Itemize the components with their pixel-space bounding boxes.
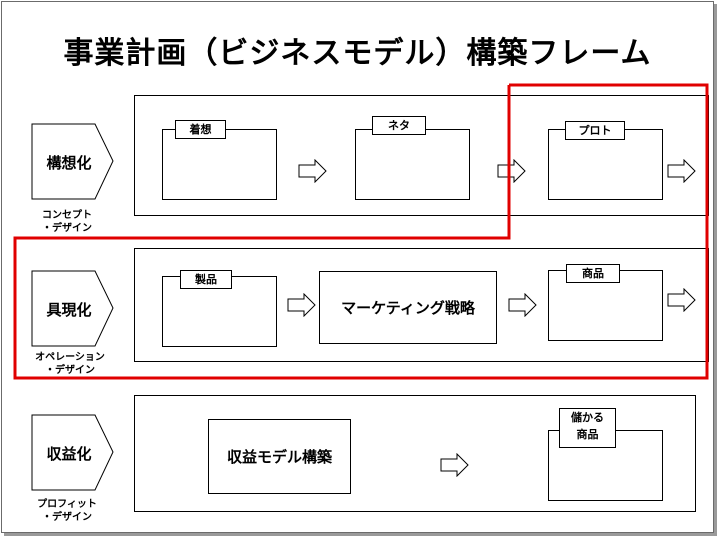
flow-arrow-icon — [440, 453, 469, 477]
caption-line: プロフィット — [37, 499, 97, 510]
stage-caption-profit: プロフィット ・デザイン — [12, 498, 122, 524]
caption-line: ・デザイン — [42, 512, 92, 523]
flow-arrow-icon — [667, 288, 696, 312]
stage-caption-realize: オペレーション ・デザイン — [12, 351, 128, 377]
slide: 事業計画（ビジネスモデル）構築フレーム 構想化 コンセプト ・デザイン 着想 ネ… — [1, 1, 714, 533]
item-label-idea: 着想 — [175, 120, 226, 139]
item-label-profitable-product: 儲かる 商品 — [559, 408, 616, 448]
stage-chevron-profit — [31, 414, 114, 491]
item-label-material: ネタ — [372, 116, 426, 135]
item-box-marketing-strategy: マーケティング戦略 — [319, 271, 497, 344]
flow-arrow-icon — [508, 293, 537, 317]
highlight-outline — [13, 83, 709, 380]
item-label-prototype: プロト — [565, 121, 625, 140]
item-label-product: 製品 — [180, 270, 232, 289]
stage-label-realize: 具現化 — [46, 301, 92, 319]
item-label-merchandise: 商品 — [566, 264, 620, 283]
flow-arrow-icon — [298, 159, 327, 183]
caption-line: ・デザイン — [45, 365, 95, 376]
item-box-revenue-model: 収益モデル構築 — [208, 419, 351, 494]
flow-arrow-icon — [497, 159, 526, 183]
caption-line: ・デザイン — [42, 223, 92, 234]
caption-line: コンセプト — [42, 210, 92, 221]
item-box-idea — [162, 129, 277, 200]
item-box-material — [355, 129, 470, 200]
stage-label-concept: 構想化 — [46, 154, 92, 172]
stage-caption-concept: コンセプト ・デザイン — [12, 209, 122, 235]
item-label-line: 商品 — [576, 428, 599, 441]
stage-chevron-realize — [31, 270, 114, 347]
flow-arrow-icon — [287, 293, 316, 317]
page-title: 事業計画（ビジネスモデル）構築フレーム — [63, 36, 652, 71]
stage-label-profit: 収益化 — [46, 445, 92, 463]
caption-line: オペレーション — [35, 352, 105, 363]
stage-chevron-concept — [31, 123, 114, 200]
flow-arrow-icon — [667, 159, 696, 183]
item-label-line: 儲かる — [571, 411, 604, 424]
